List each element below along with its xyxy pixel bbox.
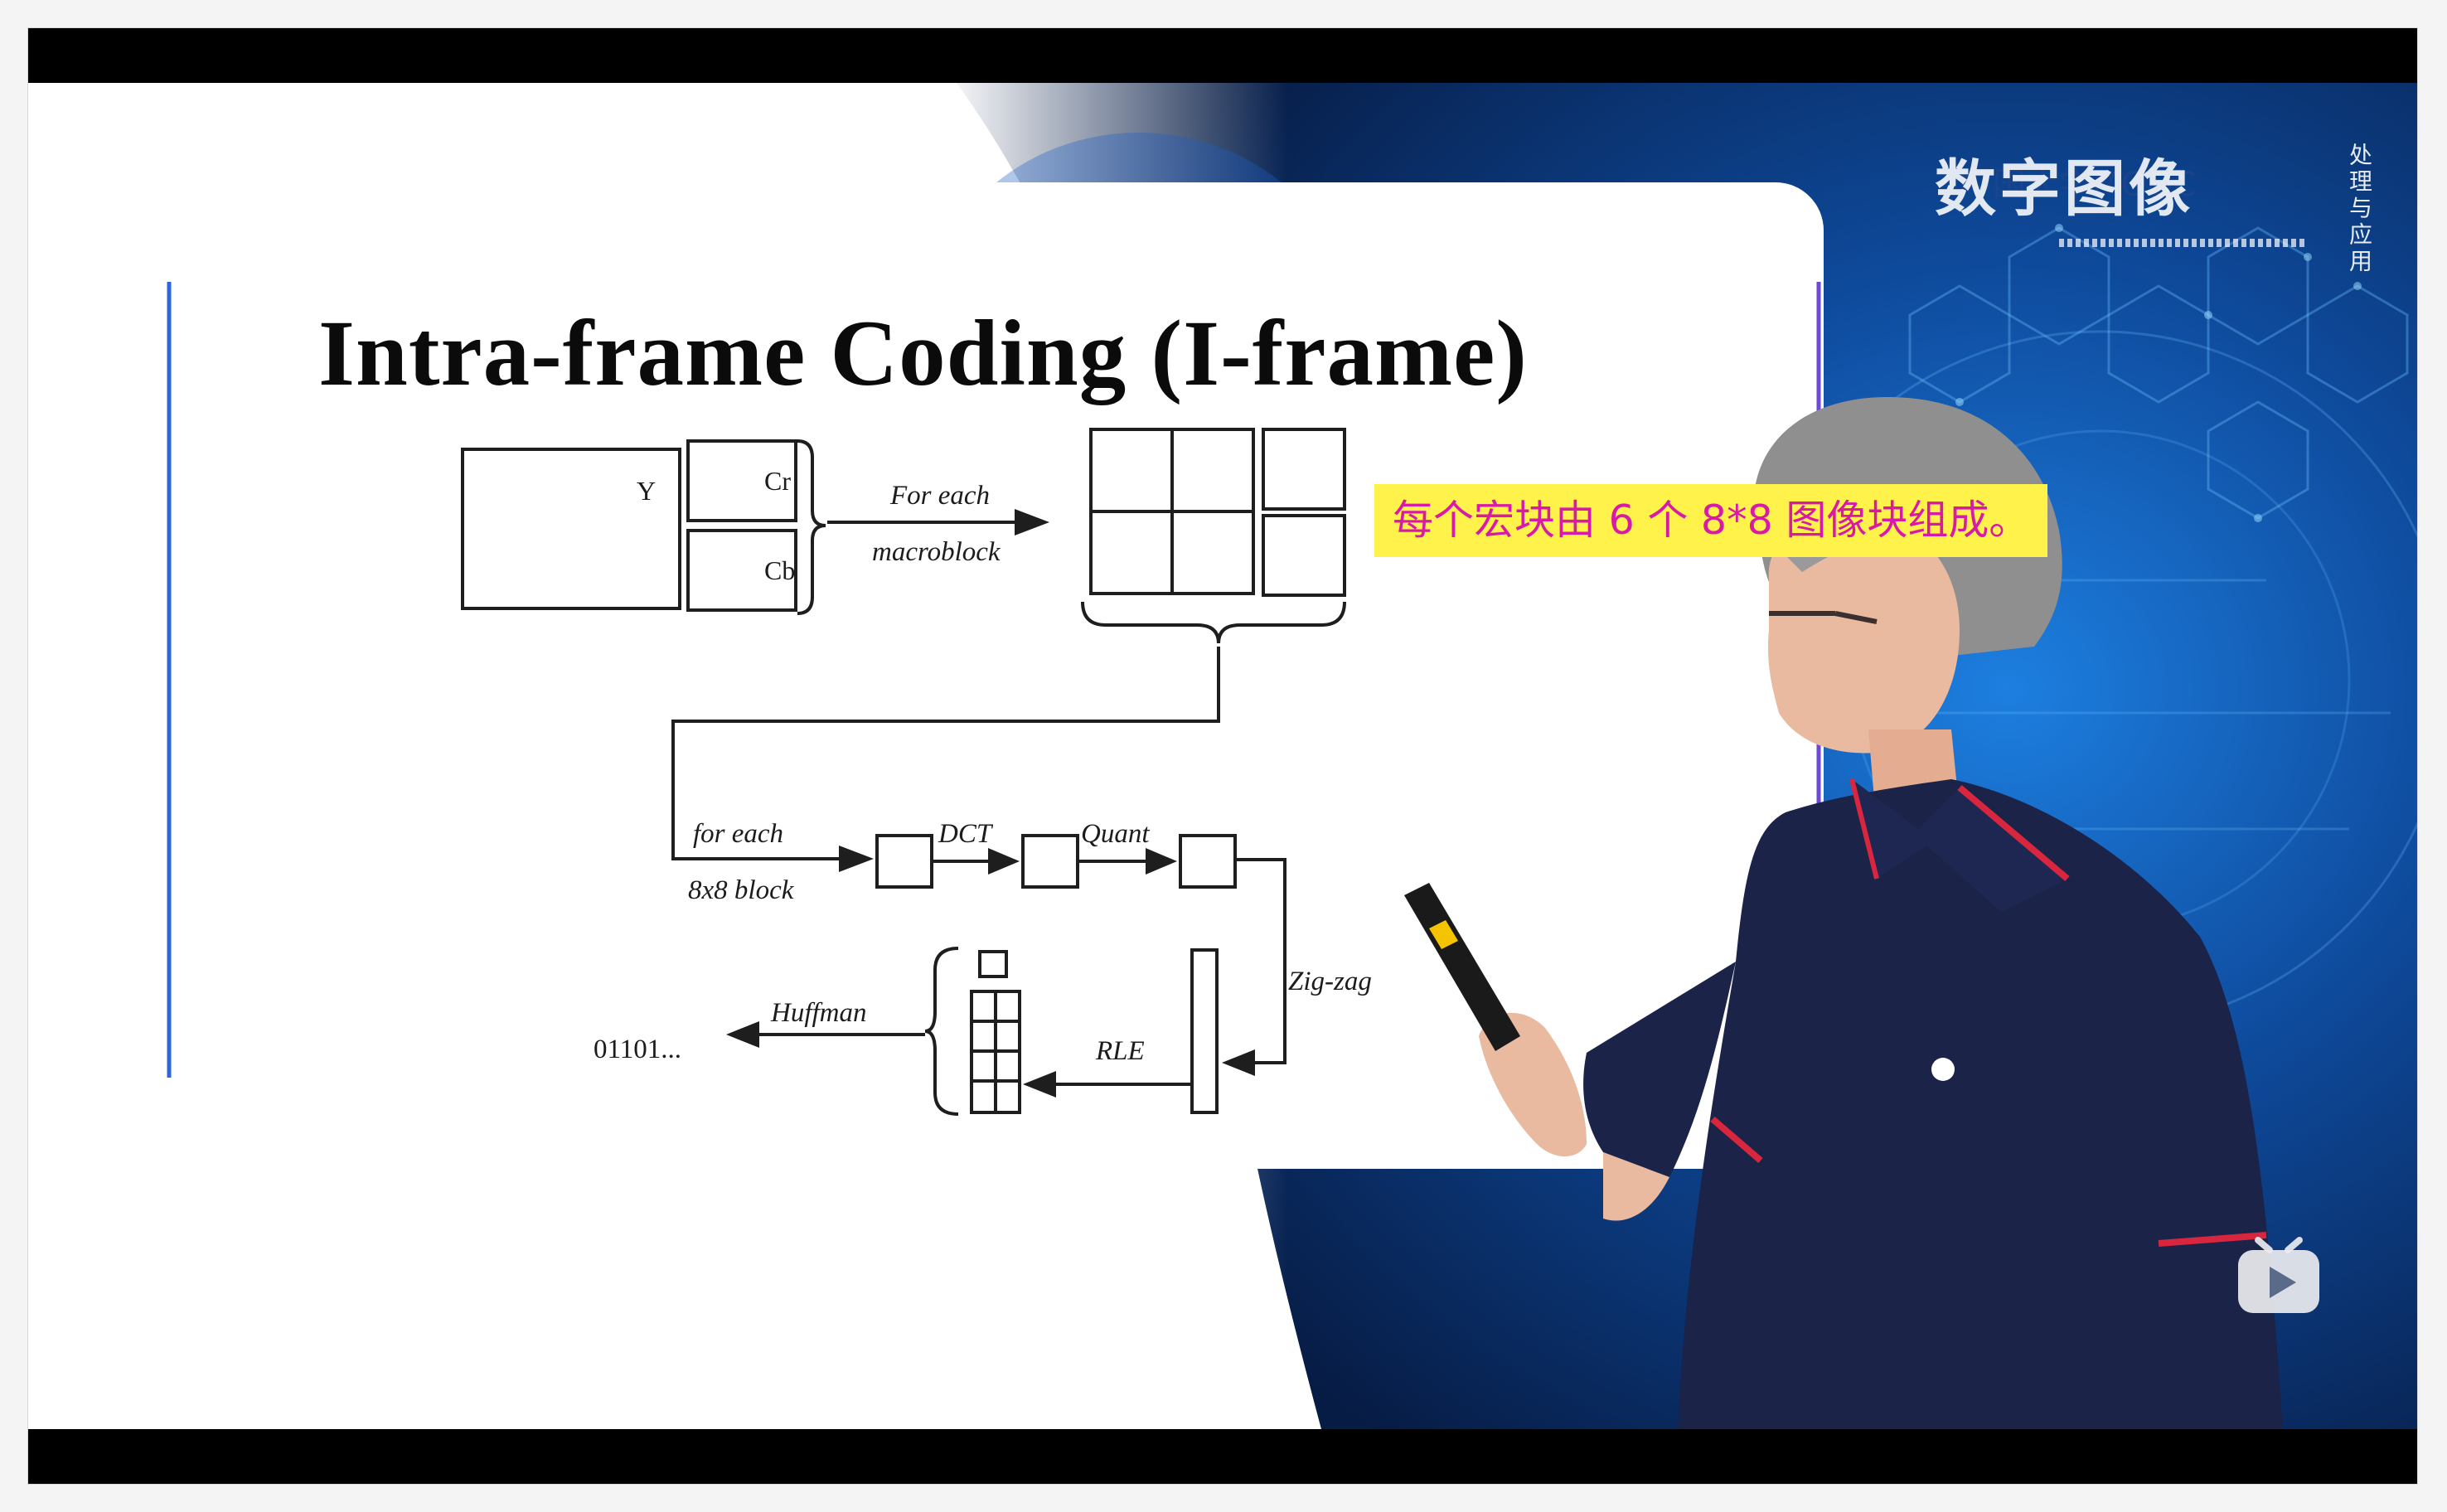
output-bitstream: 01101...: [594, 1035, 682, 1064]
cr-plane-label: Cr: [764, 466, 791, 496]
video-window: 中国大学MOOC 数字图像 处理与应用 Intra-frame Coding (…: [28, 28, 2417, 1484]
for-each-block-label-2: 8x8 block: [688, 875, 794, 905]
video-frame[interactable]: 中国大学MOOC 数字图像 处理与应用 Intra-frame Coding (…: [28, 83, 2417, 1429]
for-each-macroblock-label-1: For each: [890, 481, 991, 511]
arrow-head: [1015, 509, 1049, 536]
logo-progress-dots: [2059, 239, 2308, 247]
for-each-macroblock-label-2: macroblock: [872, 537, 1001, 567]
huffman-label: Huffman: [771, 998, 867, 1028]
intra-frame-coding-diagram: [461, 428, 1346, 1116]
slide-title: Intra-frame Coding (I-frame): [318, 302, 1528, 405]
macroblock-brace: [1081, 601, 1346, 644]
mooc-logo-text: 中国大学MOOC: [1960, 166, 2197, 204]
arrow-head: [1222, 1049, 1255, 1076]
quant-label: Quant: [1081, 819, 1150, 849]
rle-label: RLE: [1096, 1036, 1145, 1066]
arrow-head: [1023, 1071, 1056, 1098]
dct-label: DCT: [938, 819, 992, 849]
arrow-head: [839, 846, 874, 872]
for-each-block-label-1: for each: [693, 819, 784, 849]
course-logo-text: 数字图像: [1935, 153, 2193, 225]
course-logo-side-text: 处理与应用: [2346, 143, 2373, 275]
zigzag-label: Zig-zag: [1288, 967, 1372, 996]
arrow-head: [1146, 848, 1177, 875]
macroblock-cr-block: [1262, 428, 1346, 511]
cb-plane-box: [686, 529, 797, 612]
background-tech-image: [167, 83, 2417, 1429]
cr-plane-box: [686, 439, 797, 522]
bilibili-tv-icon[interactable]: [2233, 1235, 2324, 1318]
letterbox-bottom: [28, 1429, 2417, 1484]
zigzag-vector: [1190, 948, 1219, 1114]
laser-pointer-icon: [1404, 883, 1520, 1051]
y-plane-label: Y: [637, 476, 657, 506]
rle-brace: [924, 947, 959, 1116]
rle-single-cell: [978, 950, 1008, 978]
cb-plane-label: Cb: [764, 555, 796, 585]
arrow-head: [988, 848, 1020, 875]
macroblock-cb-block: [1262, 514, 1346, 597]
letterbox-top: [28, 28, 2417, 83]
subtitle-caption: 每个宏块由 6 个 8*8 图像块组成。: [1374, 484, 2048, 557]
y-plane-box: [461, 448, 681, 610]
channel-logo: 中国大学MOOC 数字图像 处理与应用: [1935, 139, 2399, 346]
planes-brace: [797, 439, 826, 615]
arrow-head: [726, 1021, 759, 1048]
presenter-figure: [1404, 397, 2283, 1429]
